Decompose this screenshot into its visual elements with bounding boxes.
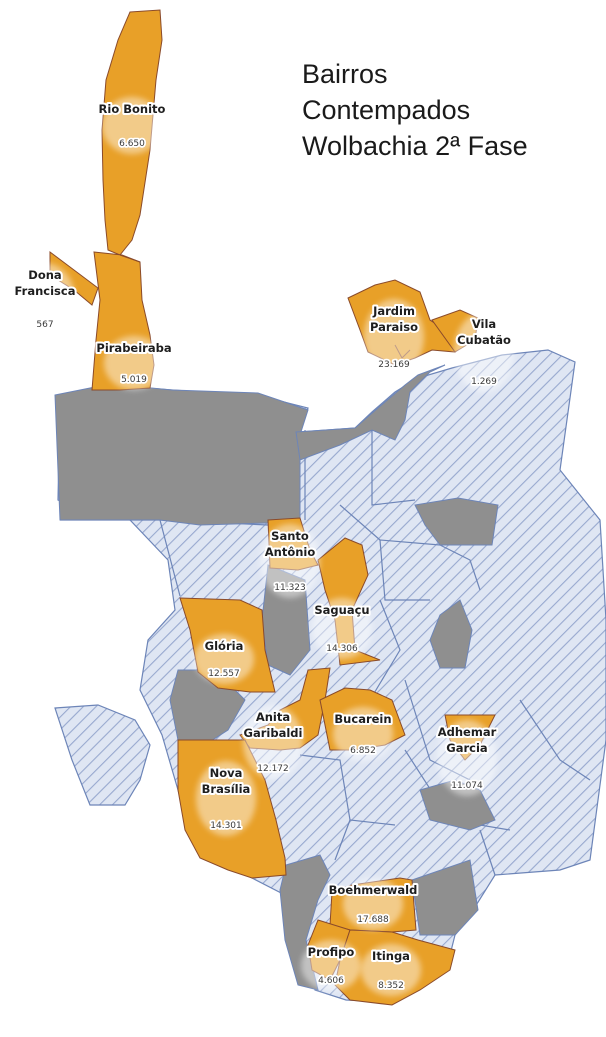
neighborhood-count: 14.306 bbox=[326, 644, 358, 654]
neighborhood-bucarein: Bucarein 6.852 bbox=[332, 707, 394, 761]
label-halo bbox=[194, 634, 254, 684]
neighborhood-count: 11.074 bbox=[451, 781, 483, 791]
label-halo bbox=[333, 707, 393, 761]
neighborhood-count: 12.172 bbox=[257, 764, 289, 774]
neighborhood-name: Cubatão bbox=[457, 333, 511, 347]
neighborhood-name: Vila bbox=[472, 317, 496, 331]
neighborhood-pirabeiraba: Pirabeiraba 5.019 bbox=[94, 336, 174, 390]
neighborhood-itinga: Itinga 8.352 bbox=[361, 944, 421, 996]
label-halo bbox=[104, 336, 164, 390]
neighborhood-name: Jardim bbox=[372, 304, 415, 318]
label-halo bbox=[343, 878, 403, 930]
neighborhood-count: 6.650 bbox=[119, 139, 145, 149]
neighborhood-name: Garcia bbox=[446, 741, 487, 755]
neighborhood-name: Garibaldi bbox=[244, 726, 303, 740]
neighborhood-count: 14.301 bbox=[210, 821, 242, 831]
neighborhood-saguacu: Saguaçu 14.306 bbox=[312, 598, 372, 659]
label-halo bbox=[454, 312, 514, 392]
neighborhood-count: 4.606 bbox=[318, 976, 344, 986]
neighborhood-name: Bucarein bbox=[334, 712, 391, 726]
neighborhood-count: 8.352 bbox=[378, 981, 404, 991]
neighborhood-count: 5.019 bbox=[121, 375, 147, 385]
neighborhood-name: Santo bbox=[271, 529, 309, 543]
neighborhood-name: Paraiso bbox=[370, 320, 418, 334]
neighborhood-name: Antônio bbox=[265, 545, 316, 559]
label-halo bbox=[301, 940, 361, 991]
neighborhood-count: 12.557 bbox=[208, 669, 240, 679]
label-halo bbox=[437, 720, 497, 796]
label-halo bbox=[15, 263, 75, 335]
neighborhood-count: 11.323 bbox=[274, 583, 306, 593]
label-halo bbox=[361, 944, 421, 996]
neighborhood-name: Nova bbox=[210, 766, 243, 780]
neighborhood-profipo: Profipo 4.606 bbox=[301, 940, 361, 991]
label-halo bbox=[196, 761, 256, 836]
label-halo bbox=[243, 705, 303, 779]
neighborhood-name: Anita bbox=[256, 710, 290, 724]
neighborhood-name: Itinga bbox=[372, 949, 410, 963]
map-title: Bairros Contempados Wolbachia 2ª Fase bbox=[302, 56, 592, 164]
label-halo bbox=[364, 299, 424, 375]
neighborhood-name: Rio Bonito bbox=[99, 102, 166, 116]
neighborhood-name: Adhemar bbox=[438, 725, 497, 739]
title-line-3: Wolbachia 2ª Fase bbox=[302, 131, 528, 161]
title-line-1: Bairros bbox=[302, 59, 388, 89]
neighborhood-name: Brasília bbox=[202, 782, 251, 796]
neighborhood-boehmerwald: Boehmerwald 17.688 bbox=[327, 878, 419, 930]
label-halo bbox=[260, 524, 320, 598]
grey-areas bbox=[54, 364, 499, 991]
neighborhood-count: 6.852 bbox=[350, 746, 376, 756]
neighborhood-gloria: Glória 12.557 bbox=[194, 634, 254, 684]
neighborhood-count: 1.269 bbox=[471, 377, 497, 387]
neighborhood-rio-bonito: Rio Bonito 6.650 bbox=[97, 97, 168, 154]
neighborhood-count: 17.688 bbox=[357, 915, 389, 925]
neighborhood-count: 567 bbox=[36, 320, 53, 330]
neighborhood-name: Boehmerwald bbox=[329, 883, 418, 897]
neighborhood-name: Profipo bbox=[308, 945, 355, 959]
neighborhood-name: Glória bbox=[205, 639, 244, 653]
label-halo bbox=[312, 598, 372, 659]
neighborhood-name: Saguaçu bbox=[314, 603, 369, 617]
title-line-2: Contempados bbox=[302, 95, 471, 125]
neighborhood-name: Francisca bbox=[15, 284, 76, 298]
neighborhood-name: Dona bbox=[28, 268, 61, 282]
neighborhood-count: 23.169 bbox=[378, 360, 410, 370]
neighborhood-name: Pirabeiraba bbox=[96, 341, 171, 355]
label-halo bbox=[102, 97, 162, 154]
